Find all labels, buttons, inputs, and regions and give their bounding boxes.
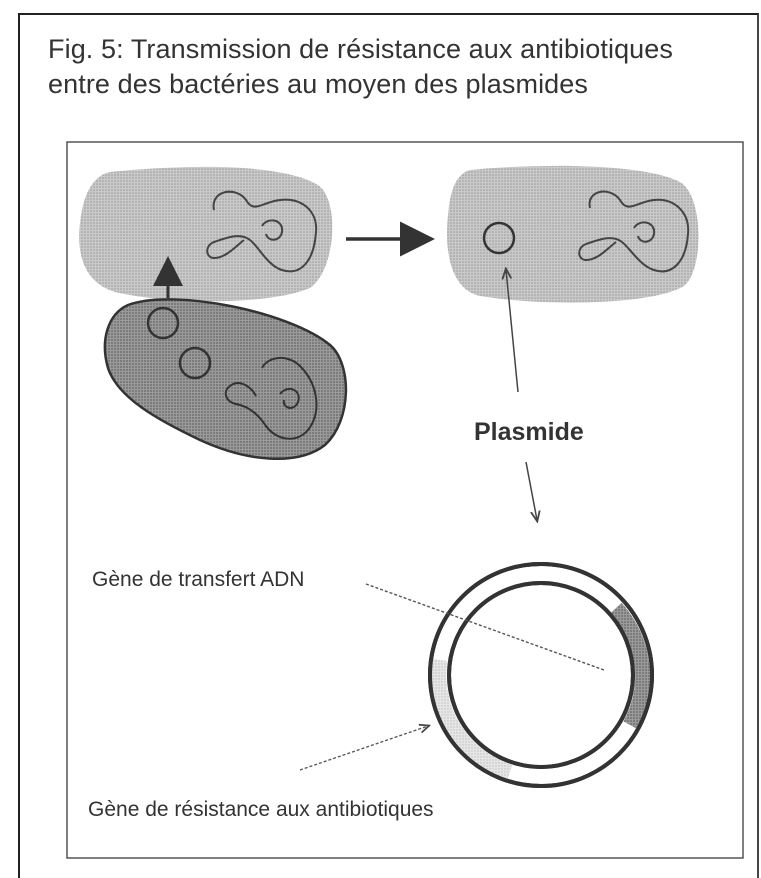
transfer-gene-label: Gène de transfert ADN xyxy=(92,568,304,591)
recipient-bacterium-result xyxy=(447,166,698,303)
resistance-gene-label: Gène de résistance aux antibiotiques xyxy=(88,798,434,821)
resistance-gene-leader xyxy=(300,726,428,770)
enlarged-plasmid xyxy=(430,564,652,786)
receiver-bacterium xyxy=(79,167,332,301)
plasmid-label: Plasmide xyxy=(474,418,584,446)
donor-bacterium xyxy=(105,299,346,458)
plasmid-pointer-down xyxy=(526,462,537,520)
